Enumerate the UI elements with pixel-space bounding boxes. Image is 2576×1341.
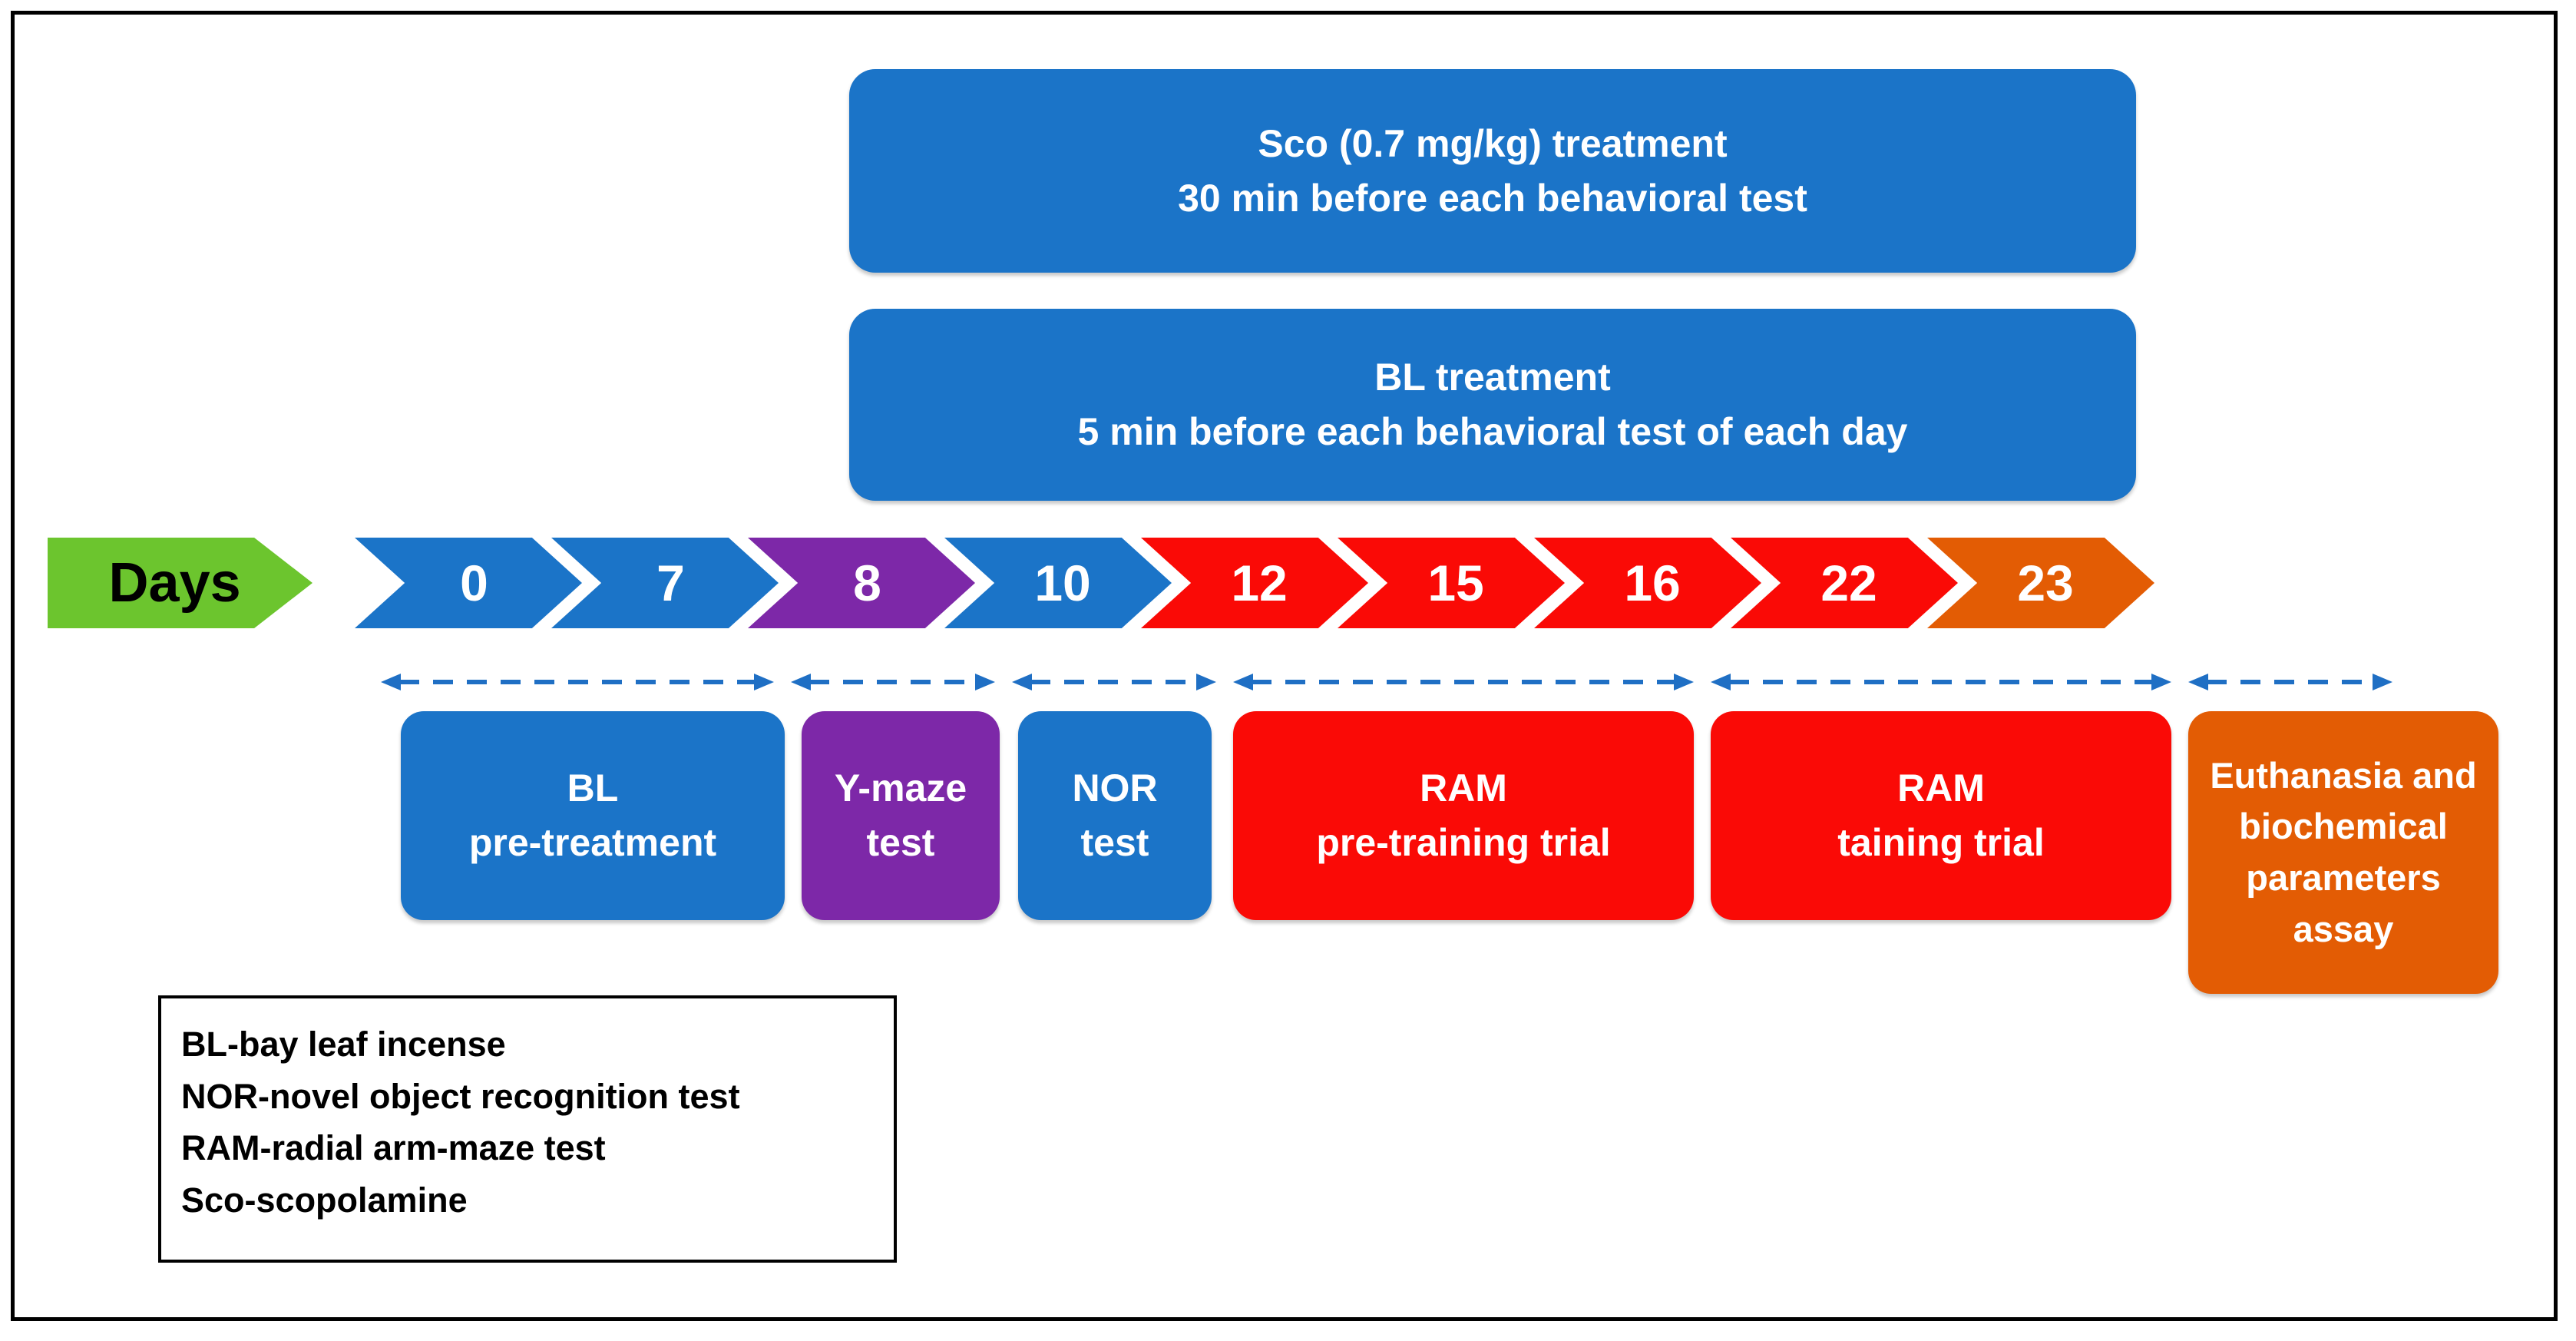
phase-nor-line-1: NOR: [1072, 767, 1158, 810]
phase-box-euthanasia-assay: Euthanasia and biochemical parameters as…: [2188, 711, 2498, 994]
span-arrow-euthanasia: [2188, 668, 2392, 696]
span-arrow-y-maze: [791, 668, 995, 696]
phase-euth-line-2: biochemical: [2239, 806, 2448, 847]
span-arrow-bl-pre-treatment: [381, 668, 774, 696]
day-value-8: 8: [853, 555, 881, 611]
span-arrow-ram-pre-training: [1233, 668, 1694, 696]
day-value-16: 16: [1624, 555, 1681, 611]
span-arrow-ram-training: [1711, 668, 2171, 696]
day-value-10: 10: [1034, 555, 1091, 611]
phase-box-y-maze-test: Y-maze test: [802, 711, 1000, 920]
legend-item-ram: RAM-radial arm-maze test: [181, 1128, 606, 1167]
bl-treatment-banner: BL treatment 5 min before each behaviora…: [849, 309, 2136, 501]
day-value-22: 22: [1820, 555, 1877, 611]
timeline-days-label-chevron: Days: [48, 538, 312, 628]
timeline-chevron-day-23[interactable]: 23: [1927, 538, 2154, 628]
sco-banner-line-2: 30 min before each behavioral test: [1178, 176, 1807, 220]
phase-euth-line-3: parameters: [2246, 857, 2441, 898]
phase-ymaze-line-1: Y-maze: [834, 767, 967, 810]
bl-banner-line-1: BL treatment: [1374, 356, 1611, 399]
timeline-chevron-day-12[interactable]: 12: [1141, 538, 1368, 628]
span-arrow-nor: [1012, 668, 1216, 696]
phase-box-nor-test: NOR test: [1018, 711, 1212, 920]
phase-bl-line-1: BL: [567, 767, 619, 810]
phase-ram-train-line-2: taining trial: [1837, 821, 2045, 864]
bl-banner-line-2: 5 min before each behavioral test of eac…: [1077, 410, 1908, 453]
timeline-chevron-day-10[interactable]: 10: [944, 538, 1172, 628]
phase-euth-line-1: Euthanasia and: [2210, 754, 2477, 796]
timeline-chevron-day-8[interactable]: 8: [748, 538, 975, 628]
legend-item-bl: BL-bay leaf incense: [181, 1025, 506, 1064]
phase-ram-train-line-1: RAM: [1897, 767, 1985, 810]
day-value-12: 12: [1231, 555, 1288, 611]
sco-banner-line-1: Sco (0.7 mg/kg) treatment: [1258, 121, 1728, 165]
phase-euth-line-4: assay: [2293, 908, 2394, 949]
phase-box-bl-pre-treatment: BL pre-treatment: [401, 711, 785, 920]
day-value-23: 23: [2017, 555, 2074, 611]
phase-ram-pre-line-1: RAM: [1420, 767, 1507, 810]
phase-box-ram-pre-training-trial: RAM pre-training trial: [1233, 711, 1694, 920]
day-value-7: 7: [656, 555, 685, 611]
day-value-15: 15: [1427, 555, 1484, 611]
abbreviations-legend: BL-bay leaf incense NOR-novel object rec…: [158, 995, 897, 1263]
phase-bl-line-2: pre-treatment: [468, 821, 717, 864]
days-label: Days: [108, 552, 241, 614]
day-value-0: 0: [460, 555, 488, 611]
legend-item-sco: Sco-scopolamine: [181, 1180, 468, 1220]
sco-treatment-banner: Sco (0.7 mg/kg) treatment 30 min before …: [849, 69, 2136, 273]
phase-nor-line-2: test: [1080, 821, 1149, 864]
phase-ram-pre-line-2: pre-training trial: [1316, 821, 1611, 864]
phase-ymaze-line-2: test: [866, 821, 935, 864]
phase-box-ram-training-trial: RAM taining trial: [1711, 711, 2171, 920]
figure-frame-border: [11, 11, 2558, 1321]
legend-item-nor: NOR-novel object recognition test: [181, 1076, 740, 1116]
